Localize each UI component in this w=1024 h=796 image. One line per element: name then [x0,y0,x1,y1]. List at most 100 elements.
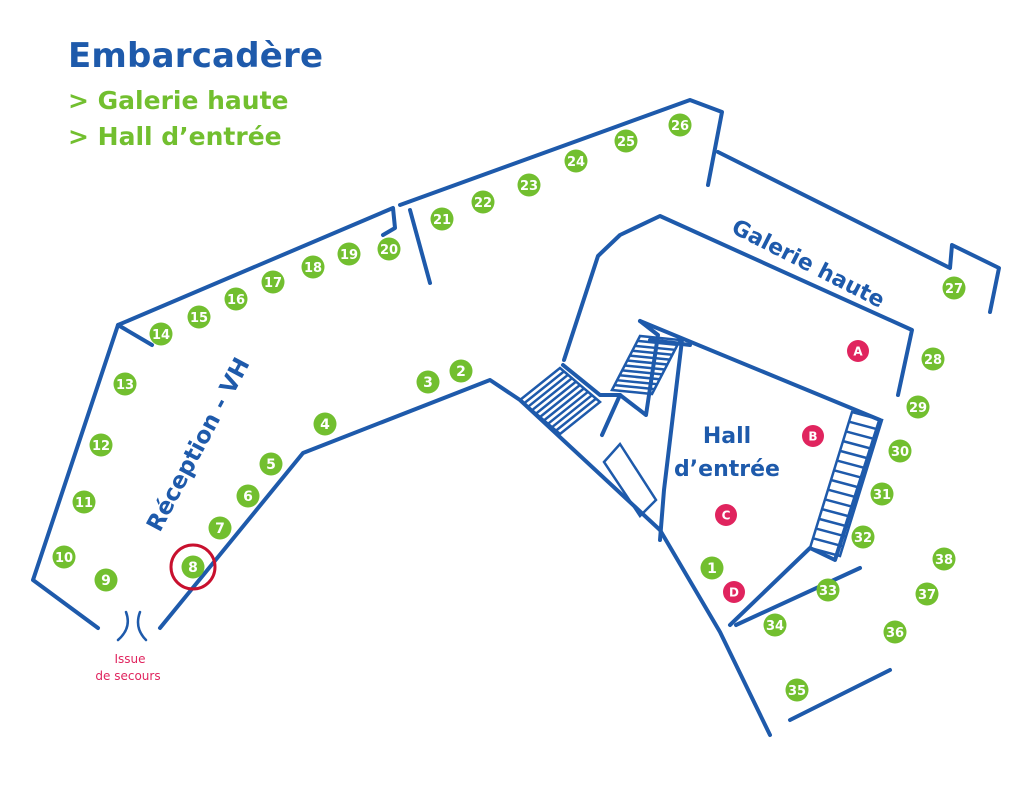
stair-step [624,364,665,371]
stand-dot [471,190,495,214]
stair-step [547,390,589,425]
map-subtitle-galerie: > Galerie haute [68,86,289,115]
stand-number: 30 [891,445,909,460]
stand-number: 18 [304,261,322,276]
stand-number: 3 [423,375,433,391]
stand-marker[interactable]: 37 [915,582,939,606]
stand-marker[interactable]: 29 [906,395,930,419]
stand-marker[interactable]: 27 [942,276,966,300]
stand-marker[interactable]: 32 [851,525,875,549]
service-marker[interactable]: D [723,581,745,603]
stair-step [627,359,668,366]
stand-dot [785,678,809,702]
stand-marker[interactable]: 23 [517,173,541,197]
wall [31,206,397,630]
stair-step [629,354,670,361]
label-hall-line1: Hall [703,424,751,449]
walls [31,98,1001,737]
stair-step [818,517,850,529]
stand-number: 5 [266,457,276,473]
stand-number: 36 [886,626,904,641]
service-marker[interactable]: B [802,425,824,447]
label-reception: Réception - VH [142,354,255,536]
stand-number: 9 [101,573,111,589]
wall [658,338,684,542]
stand-marker[interactable]: 10 [52,545,76,569]
stair-step [632,349,673,356]
stand-number: 38 [935,553,953,568]
stand-dot [921,347,945,371]
stand-marker[interactable]: 4 [313,412,337,436]
stand-marker[interactable]: 35 [785,678,809,702]
stand-marker[interactable]: 31 [870,482,894,506]
stand-marker[interactable]: 16 [224,287,248,311]
stand-marker[interactable]: 18 [301,255,325,279]
map-title: Embarcadère [68,36,324,76]
stand-number: 19 [340,248,358,263]
service-dot [802,425,824,447]
stand-dot [313,412,337,436]
stand-marker[interactable]: 5 [259,452,283,476]
stand-marker[interactable]: 2 [449,359,473,383]
stair-step [842,439,874,451]
stair-step [812,537,844,548]
stand-marker[interactable]: 24 [564,149,588,173]
stand-marker[interactable]: 14 [149,322,173,346]
stand-marker[interactable]: 7 [208,516,232,540]
stand-marker[interactable]: 28 [921,347,945,371]
wall [716,150,1001,314]
stand-marker[interactable]: 25 [614,129,638,153]
stand-marker[interactable]: 3 [416,370,440,394]
stand-dot [932,547,956,571]
stand-number: 21 [433,213,451,228]
stand-number: 17 [264,276,282,291]
stand-marker[interactable]: 9 [94,568,118,592]
stand-marker[interactable]: 20 [377,237,401,261]
stand-dot [888,439,912,463]
wall [408,208,432,285]
wall [116,323,154,347]
stand-number: 12 [92,439,110,454]
stand-marker[interactable]: 6 [236,484,260,508]
stand-dot [942,276,966,300]
wall [158,378,772,737]
stand-dot [236,484,260,508]
stand-marker[interactable]: 12 [89,433,113,457]
stand-marker[interactable]: 17 [261,270,285,294]
stand-number: 31 [873,488,891,503]
stand-dot [52,545,76,569]
stand-dot [700,556,724,580]
stand-marker[interactable]: 22 [471,190,495,214]
service-marker[interactable]: C [715,504,737,526]
service-letter: A [853,345,863,359]
stand-marker[interactable]: 34 [763,613,787,637]
stand-dot [377,237,401,261]
stand-marker[interactable]: 36 [883,620,907,644]
stand-marker[interactable]: 33 [816,578,840,602]
stand-dot [301,255,325,279]
stand-marker[interactable]: 13 [113,372,137,396]
stand-marker[interactable]: 26 [668,113,692,137]
stand-marker[interactable]: 1 [700,556,724,580]
stand-dot [430,207,454,231]
stand-marker[interactable]: 38 [932,547,956,571]
stand-marker[interactable]: 21 [430,207,454,231]
stand-dot [763,613,787,637]
stair-step [836,459,868,470]
stand-marker[interactable]: 15 [187,305,211,329]
stand-dot [668,113,692,137]
wall [734,566,862,627]
stair-step [616,378,658,386]
service-marker[interactable]: A [847,340,869,362]
stand-marker[interactable]: 8 [169,543,217,591]
stand-number: 16 [227,293,245,308]
stand-dot [870,482,894,506]
stand-marker[interactable]: 30 [888,439,912,463]
stand-dot [113,372,137,396]
stand-number: 4 [320,417,330,433]
stand-marker[interactable]: 11 [72,490,96,514]
wall [788,668,892,722]
stand-number: 14 [152,328,170,343]
stand-marker[interactable]: 19 [337,242,361,266]
stand-number: 22 [474,196,492,211]
